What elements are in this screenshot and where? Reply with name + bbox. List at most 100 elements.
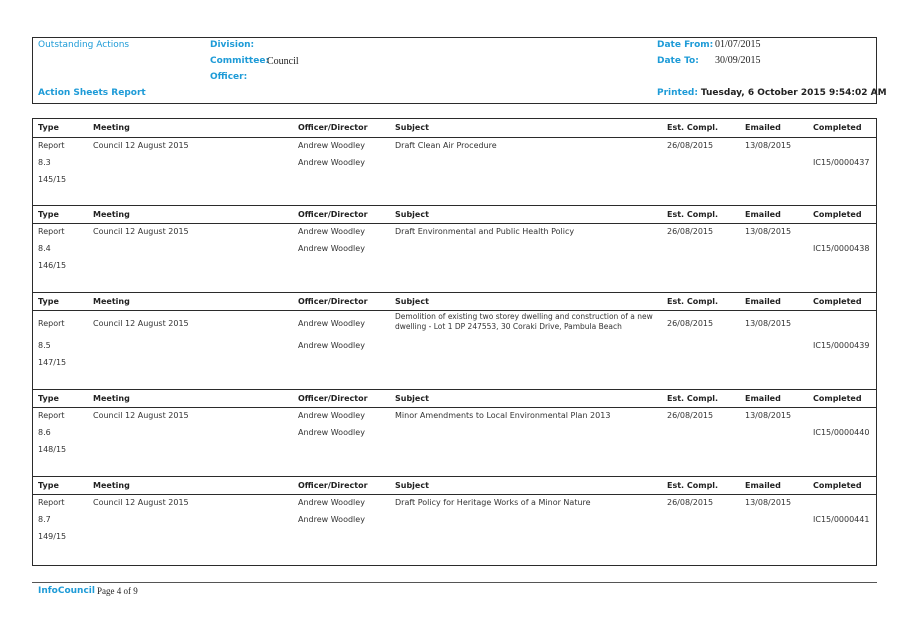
printed-line: Printed: Tuesday, 6 October 2015 9:54:02… bbox=[657, 88, 887, 99]
col-type: Type bbox=[38, 394, 59, 403]
col-subject: Subject bbox=[395, 394, 429, 403]
col-type: Type bbox=[38, 210, 59, 219]
action-emailed: 13/08/2015 bbox=[745, 319, 792, 328]
action-completed: IC15/0000441 bbox=[813, 515, 870, 524]
action-type: Report bbox=[38, 227, 65, 236]
action-type: Report bbox=[38, 411, 65, 420]
action-director: Andrew Woodley bbox=[298, 341, 365, 350]
committee-label: Committee: bbox=[210, 56, 270, 66]
footer-divider bbox=[32, 582, 877, 583]
action-director: Andrew Woodley bbox=[298, 244, 365, 253]
footer-page-number: Page 4 of 9 bbox=[97, 586, 138, 596]
outstanding-actions-label: Outstanding Actions bbox=[38, 40, 130, 50]
action-est: 26/08/2015 bbox=[667, 411, 714, 420]
col-emailed: Emailed bbox=[745, 394, 781, 403]
date-from-value: 01/07/2015 bbox=[715, 39, 761, 50]
action-officer: Andrew Woodley bbox=[298, 411, 365, 420]
col-meeting: Meeting bbox=[93, 394, 130, 403]
committee-value: Council bbox=[267, 56, 299, 67]
col-meeting: Meeting bbox=[93, 210, 130, 219]
action-est: 26/08/2015 bbox=[667, 227, 714, 236]
action-resolution: 145/15 bbox=[38, 175, 67, 184]
action-emailed: 13/08/2015 bbox=[745, 498, 792, 507]
action-completed: IC15/0000440 bbox=[813, 428, 870, 437]
action-subject: Demolition of existing two storey dwelli… bbox=[395, 312, 653, 331]
action-emailed: 13/08/2015 bbox=[745, 227, 792, 236]
action-resolution: 149/15 bbox=[38, 532, 67, 541]
action-meeting: Council 12 August 2015 bbox=[93, 227, 189, 236]
action-section: Type Meeting Officer/Director Subject Es… bbox=[33, 119, 876, 205]
col-officer: Officer/Director bbox=[298, 394, 368, 403]
action-officer: Andrew Woodley bbox=[298, 141, 365, 150]
action-type: Report bbox=[38, 498, 65, 507]
col-meeting: Meeting bbox=[93, 123, 130, 132]
action-resolution: 146/15 bbox=[38, 261, 67, 270]
col-completed: Completed bbox=[813, 123, 862, 132]
action-est: 26/08/2015 bbox=[667, 141, 714, 150]
action-section: Type Meeting Officer/Director Subject Es… bbox=[33, 389, 876, 476]
col-subject: Subject bbox=[395, 123, 429, 132]
officer-label: Officer: bbox=[210, 72, 248, 82]
date-to-label: Date To: bbox=[657, 56, 699, 66]
action-emailed: 13/08/2015 bbox=[745, 141, 792, 150]
action-type: Report bbox=[38, 319, 65, 328]
col-est: Est. Compl. bbox=[667, 210, 719, 219]
action-item: 8.6 bbox=[38, 428, 51, 437]
column-header-row: Type Meeting Officer/Director Subject Es… bbox=[33, 205, 876, 224]
col-emailed: Emailed bbox=[745, 481, 781, 490]
col-type: Type bbox=[38, 481, 59, 490]
col-emailed: Emailed bbox=[745, 297, 781, 306]
col-completed: Completed bbox=[813, 394, 862, 403]
column-header-row: Type Meeting Officer/Director Subject Es… bbox=[33, 292, 876, 311]
action-emailed: 13/08/2015 bbox=[745, 411, 792, 420]
report-header: Outstanding Actions Division: Committee:… bbox=[32, 37, 887, 104]
action-item: 8.5 bbox=[38, 341, 51, 350]
action-section: Type Meeting Officer/Director Subject Es… bbox=[33, 205, 876, 292]
col-subject: Subject bbox=[395, 210, 429, 219]
date-from-label: Date From: bbox=[657, 40, 714, 50]
col-est: Est. Compl. bbox=[667, 481, 719, 490]
action-subject: Draft Environmental and Public Health Po… bbox=[395, 227, 575, 236]
action-subject: Draft Clean Air Procedure bbox=[395, 141, 497, 150]
action-officer: Andrew Woodley bbox=[298, 498, 365, 507]
actions-table: Type Meeting Officer/Director Subject Es… bbox=[32, 118, 877, 566]
col-officer: Officer/Director bbox=[298, 481, 368, 490]
action-completed: IC15/0000438 bbox=[813, 244, 870, 253]
col-est: Est. Compl. bbox=[667, 297, 719, 306]
action-type: Report bbox=[38, 141, 65, 150]
action-subject: Minor Amendments to Local Environmental … bbox=[395, 411, 611, 420]
col-est: Est. Compl. bbox=[667, 123, 719, 132]
col-type: Type bbox=[38, 123, 59, 132]
action-completed: IC15/0000437 bbox=[813, 158, 870, 167]
printed-label: Printed: bbox=[657, 88, 698, 98]
action-subject: Draft Policy for Heritage Works of a Min… bbox=[395, 498, 591, 507]
col-completed: Completed bbox=[813, 297, 862, 306]
action-resolution: 147/15 bbox=[38, 358, 67, 367]
action-director: Andrew Woodley bbox=[298, 428, 365, 437]
action-meeting: Council 12 August 2015 bbox=[93, 498, 189, 507]
col-type: Type bbox=[38, 297, 59, 306]
col-completed: Completed bbox=[813, 210, 862, 219]
footer-brand: InfoCouncil bbox=[38, 586, 95, 596]
report-title: Action Sheets Report bbox=[38, 88, 146, 98]
action-resolution: 148/15 bbox=[38, 445, 67, 454]
col-officer: Officer/Director bbox=[298, 210, 368, 219]
action-meeting: Council 12 August 2015 bbox=[93, 319, 189, 328]
action-section: Type Meeting Officer/Director Subject Es… bbox=[33, 476, 876, 565]
col-subject: Subject bbox=[395, 481, 429, 490]
col-meeting: Meeting bbox=[93, 297, 130, 306]
action-est: 26/08/2015 bbox=[667, 498, 714, 507]
action-officer: Andrew Woodley bbox=[298, 227, 365, 236]
col-est: Est. Compl. bbox=[667, 394, 719, 403]
action-item: 8.7 bbox=[38, 515, 51, 524]
col-officer: Officer/Director bbox=[298, 123, 368, 132]
col-emailed: Emailed bbox=[745, 123, 781, 132]
column-header-row: Type Meeting Officer/Director Subject Es… bbox=[33, 119, 876, 138]
division-label: Division: bbox=[210, 40, 255, 50]
action-section: Type Meeting Officer/Director Subject Es… bbox=[33, 292, 876, 389]
action-item: 8.4 bbox=[38, 244, 51, 253]
action-officer: Andrew Woodley bbox=[298, 319, 365, 328]
col-emailed: Emailed bbox=[745, 210, 781, 219]
col-meeting: Meeting bbox=[93, 481, 130, 490]
col-completed: Completed bbox=[813, 481, 862, 490]
